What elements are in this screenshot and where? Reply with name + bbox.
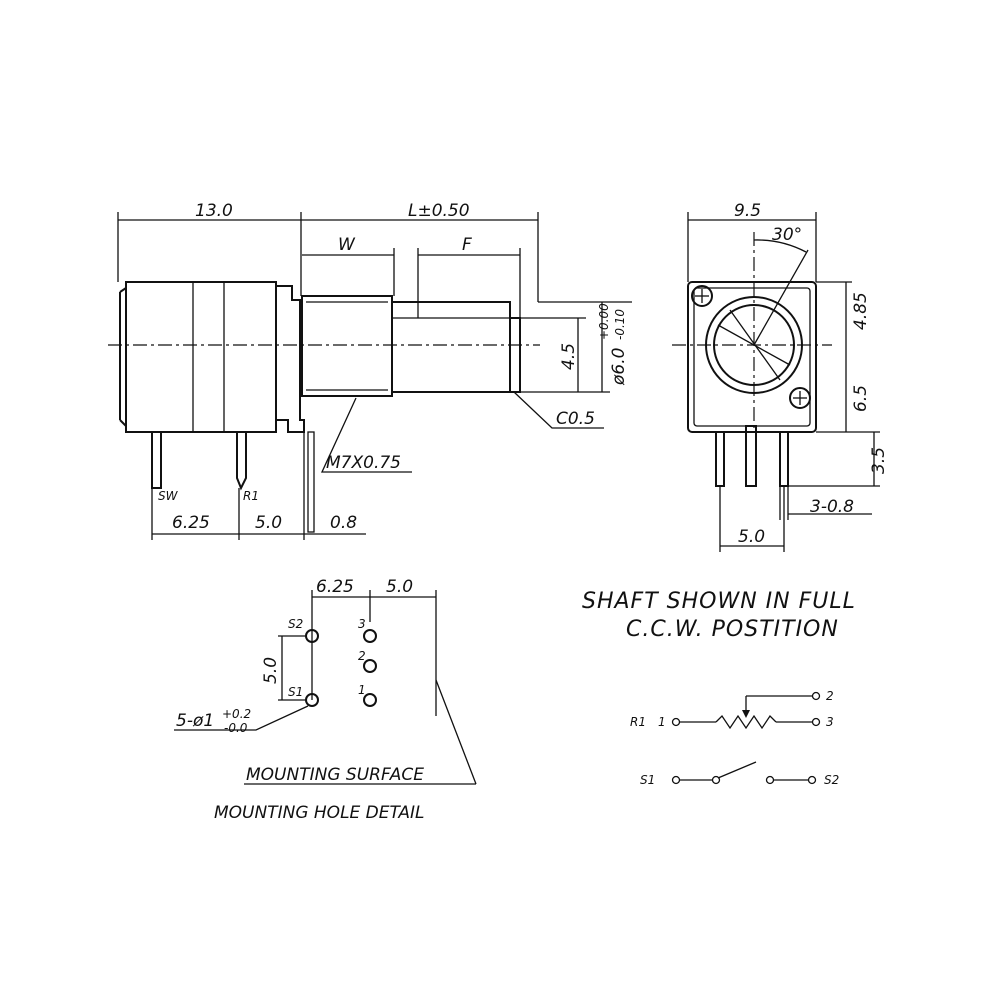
hole-spec-leader <box>174 705 309 731</box>
mounting-bracket <box>276 285 305 433</box>
dim-diameter-tol-lower: -0.10 <box>613 309 627 340</box>
screw-bottom-right <box>789 387 811 409</box>
chamfer-label: C0.5 <box>556 409 595 429</box>
pin-label-sw: SW <box>158 489 179 503</box>
hole-spec: 5-ø1 <box>176 711 214 731</box>
hole-dim-5-0: 5.0 <box>386 577 413 597</box>
screw-top-left <box>691 285 713 307</box>
dim-3-5: 3.5 <box>869 447 889 474</box>
dim-4-85: 4.85 <box>851 292 871 330</box>
threaded-bushing <box>301 295 393 397</box>
hole-label-3: 3 <box>358 617 366 631</box>
mounting-surface-label: MOUNTING SURFACE <box>246 765 424 785</box>
switch-body <box>125 281 277 433</box>
side-view: 13.0 L±0.50 W F 4.5 ø6.0 +0.00 -0.10 C0.… <box>108 201 632 540</box>
front-pin-center <box>745 425 757 487</box>
note: SHAFT SHOWN IN FULL C.C.W. POSTITION <box>582 589 856 642</box>
hole-1 <box>363 693 377 707</box>
dim-angle: 30° <box>772 225 802 245</box>
schematic-r1: R1 <box>630 715 646 729</box>
dim-w: W <box>338 235 356 255</box>
dim-pin-spacing-6-25: 6.25 <box>172 513 210 533</box>
dim-f: F <box>462 235 472 255</box>
resistor-symbol <box>715 714 777 730</box>
pin-label-r1: R1 <box>243 489 259 503</box>
hole-3 <box>363 629 377 643</box>
front-body <box>687 281 817 433</box>
hole-dim-vertical: 5.0 <box>261 657 281 684</box>
hole-2 <box>363 659 377 673</box>
pin-sw <box>151 431 162 489</box>
dim-pin-spacing-5-0: 5.0 <box>255 513 282 533</box>
dim-flat: 4.5 <box>559 343 579 370</box>
hole-label-s2: S2 <box>288 617 303 631</box>
hole-dim-6-25: 6.25 <box>316 577 354 597</box>
dim-bracket-thickness: 0.8 <box>330 513 357 533</box>
front-pin-right <box>779 431 789 487</box>
schematic-t3: 3 <box>826 715 834 729</box>
hole-detail-title: MOUNTING HOLE DETAIL <box>214 803 424 823</box>
dim-front-pin-spacing: 5.0 <box>738 527 765 547</box>
schematic-s2: S2 <box>824 773 839 787</box>
schematic-t2: 2 <box>826 689 834 703</box>
dim-pin-width: 3-0.8 <box>810 497 854 517</box>
hole-label-2: 2 <box>358 649 366 663</box>
mounting-hole-detail: 6.25 5.0 S2 S1 3 2 1 5.0 5-ø1 +0.2 -0.0 … <box>174 577 477 823</box>
hole-tol-lower: -0.0 <box>224 721 248 735</box>
hole-label-s1: S1 <box>288 685 303 699</box>
switch-blade <box>717 761 757 779</box>
dim-6-5: 6.5 <box>851 385 871 412</box>
dim-total-length: L±0.50 <box>408 201 470 221</box>
dim-diameter: ø6.0 <box>609 348 629 386</box>
schematic-t1: 1 <box>658 715 666 729</box>
pin-r1 <box>236 432 247 491</box>
front-pin-left <box>715 431 725 487</box>
note-line-1: SHAFT SHOWN IN FULL <box>582 589 856 614</box>
schematic: R1 1 3 2 S1 S2 <box>630 689 839 787</box>
thread-label: M7X0.75 <box>326 453 401 473</box>
hole-tol-upper: +0.2 <box>222 707 251 721</box>
front-view: 30° 9.5 4.85 6.5 3.5 3-0.8 5.0 <box>672 201 889 552</box>
shaft <box>392 301 521 393</box>
angle-arc <box>753 239 807 253</box>
bracket-leg <box>307 431 315 533</box>
note-line-2: C.C.W. POSTITION <box>626 617 839 642</box>
hole-label-1: 1 <box>358 683 366 697</box>
dim-front-width: 9.5 <box>734 201 761 221</box>
chamfer-leader <box>513 391 604 429</box>
dim-body-length: 13.0 <box>195 201 233 221</box>
schematic-s1: S1 <box>640 773 655 787</box>
angle-line <box>753 249 809 346</box>
mounting-surface-leader <box>435 679 477 785</box>
dim-diameter-tol-upper: +0.00 <box>597 303 611 340</box>
thread-leader <box>320 397 412 473</box>
